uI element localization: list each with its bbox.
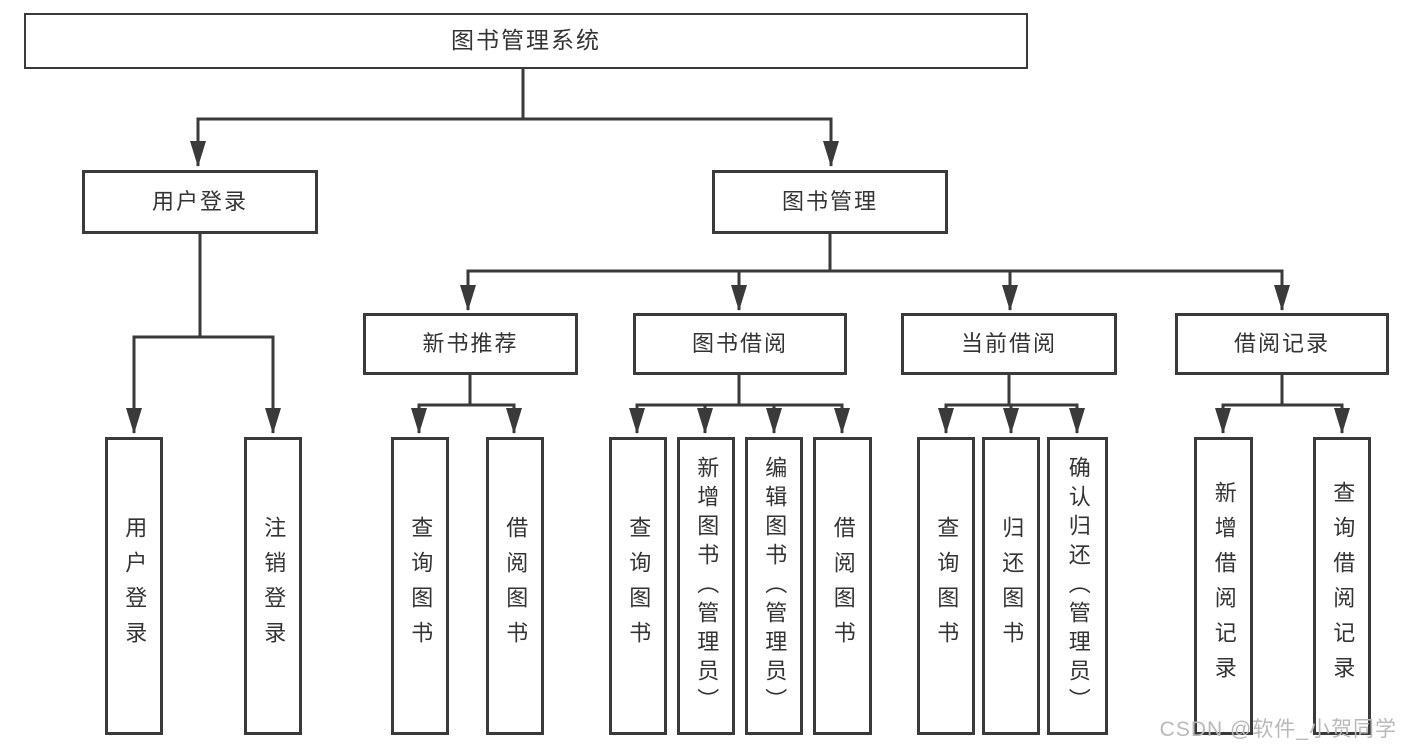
node-user-login: 用户登录 [82, 170, 318, 234]
leaf-borrow-books-recommend: 借阅图书 [486, 437, 544, 735]
node-book-borrow: 图书借阅 [633, 313, 847, 375]
node-new-book-recommend: 新书推荐 [363, 313, 578, 375]
leaf-query-books-borrow: 查询图书 [609, 437, 667, 735]
node-current-borrow: 当前借阅 [901, 313, 1117, 375]
leaf-logout: 注销登录 [244, 437, 302, 735]
leaf-query-books-current: 查询图书 [917, 437, 975, 735]
leaf-confirm-return-admin: 确认归还（管理员） [1047, 437, 1108, 735]
leaf-return-book: 归还图书 [982, 437, 1040, 735]
leaf-user-login: 用户登录 [105, 437, 163, 735]
node-borrow-records: 借阅记录 [1175, 313, 1389, 375]
leaf-query-borrow-record: 查询借阅记录 [1313, 437, 1371, 735]
leaf-add-book-admin: 新增图书（管理员） [677, 437, 735, 735]
leaf-query-books-recommend: 查询图书 [391, 437, 449, 735]
csdn-watermark: CSDN @软件_小贺同学 [1159, 718, 1397, 741]
leaf-edit-book-admin: 编辑图书（管理员） [745, 437, 803, 735]
leaf-borrow-books: 借阅图书 [813, 437, 872, 735]
node-root: 图书管理系统 [24, 13, 1028, 69]
node-book-management: 图书管理 [712, 170, 948, 234]
leaf-add-borrow-record: 新增借阅记录 [1194, 437, 1253, 735]
